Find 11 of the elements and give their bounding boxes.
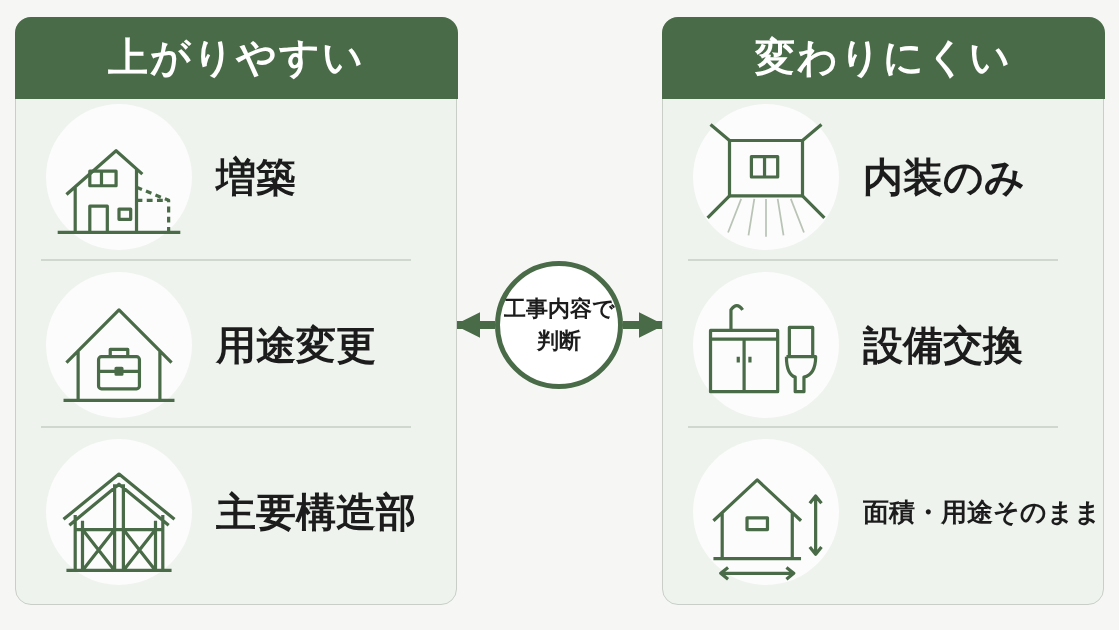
item-label: 増築 [216,152,296,201]
item-label: 内装のみ [863,152,1025,201]
item-label: 用途変更 [216,320,376,369]
panel-header: 変わりにくい [661,16,1105,99]
item-label: 面積・用途そのまま [863,495,1101,528]
panel-card [662,17,1104,605]
panel-card [15,17,457,605]
item-label: 設備交換 [863,320,1023,369]
circle-label: 工事内容で判断 [502,295,616,355]
item-label: 主要構造部 [216,487,416,536]
panel-header: 上がりやすい [14,16,458,99]
